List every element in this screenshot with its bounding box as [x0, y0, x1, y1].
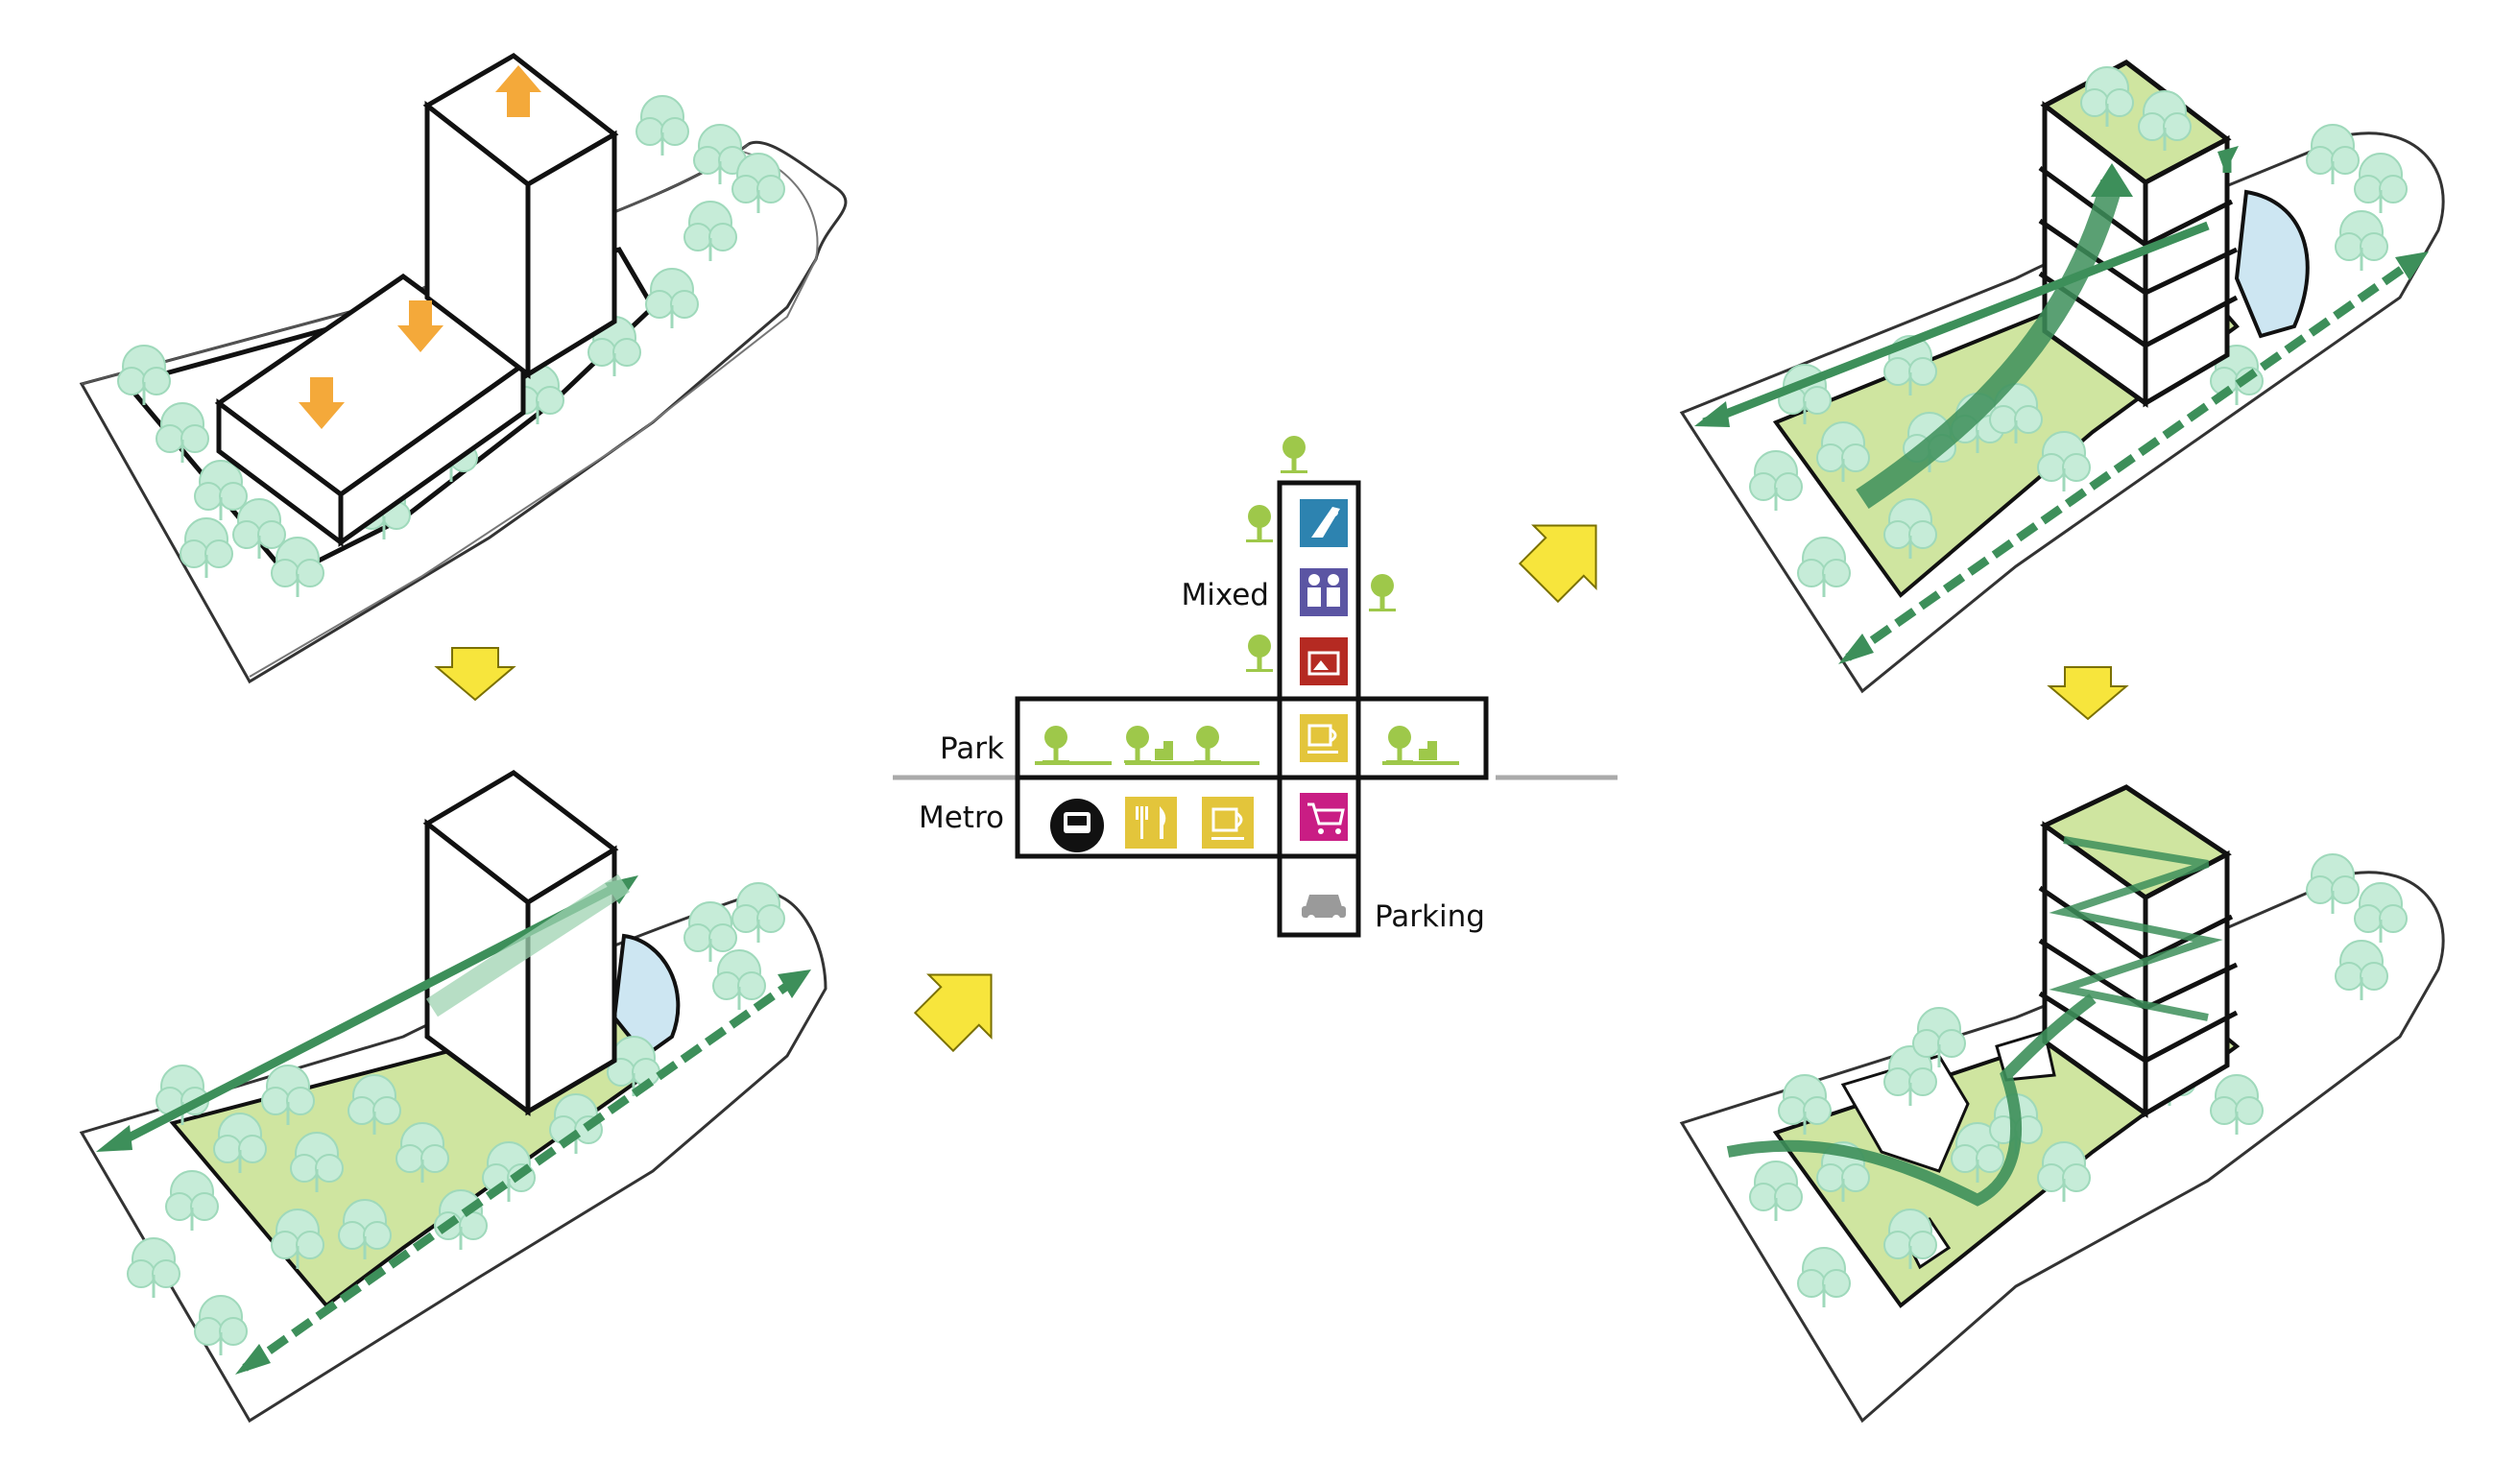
park-label: Park	[940, 731, 1004, 766]
park-tree-icon	[1043, 726, 1069, 763]
restaurant-icon	[1125, 797, 1177, 849]
cafe-icon	[1300, 714, 1348, 762]
flow-arrow-down-2	[2049, 666, 2127, 720]
park-tree-icon	[1246, 634, 1273, 672]
bench-icon	[1419, 741, 1437, 760]
bench-icon	[1155, 741, 1173, 760]
park-diagram	[79, 769, 827, 1424]
parking-label: Parking	[1375, 899, 1485, 934]
mixed-label: Mixed	[1181, 578, 1269, 612]
program-legend: Mixed Park Metro Parking	[893, 436, 1618, 938]
people-icon	[1300, 568, 1348, 616]
metro-icon	[1050, 799, 1104, 852]
flow-arrow-diagonal-right	[1506, 492, 1629, 615]
park-tree-icon	[1369, 574, 1396, 611]
flow-arrow-diagonal-left	[901, 942, 1024, 1065]
park-tree-icon	[1246, 505, 1273, 542]
cafe-icon	[1202, 797, 1254, 849]
park-tree-icon	[1281, 436, 1307, 473]
park-row-frame	[1015, 696, 1489, 780]
parking-cell-frame	[1277, 853, 1361, 938]
flow-arrow-down-1	[436, 647, 515, 701]
terraced-tower-diagram	[1679, 60, 2445, 694]
park-tree-icon	[1194, 726, 1221, 763]
metro-label: Metro	[919, 801, 1004, 835]
terraced-tower-with-ramps	[2038, 784, 2239, 1118]
climbing-icon	[1300, 499, 1348, 547]
park-tree-icon	[1124, 726, 1151, 763]
car-icon	[1302, 895, 1346, 922]
park-tree-icon	[1386, 726, 1413, 763]
gallery-icon	[1300, 637, 1348, 685]
massing-diagram	[79, 52, 848, 684]
final-scheme-diagram	[1679, 784, 2445, 1424]
shopping-cart-icon	[1300, 793, 1348, 841]
